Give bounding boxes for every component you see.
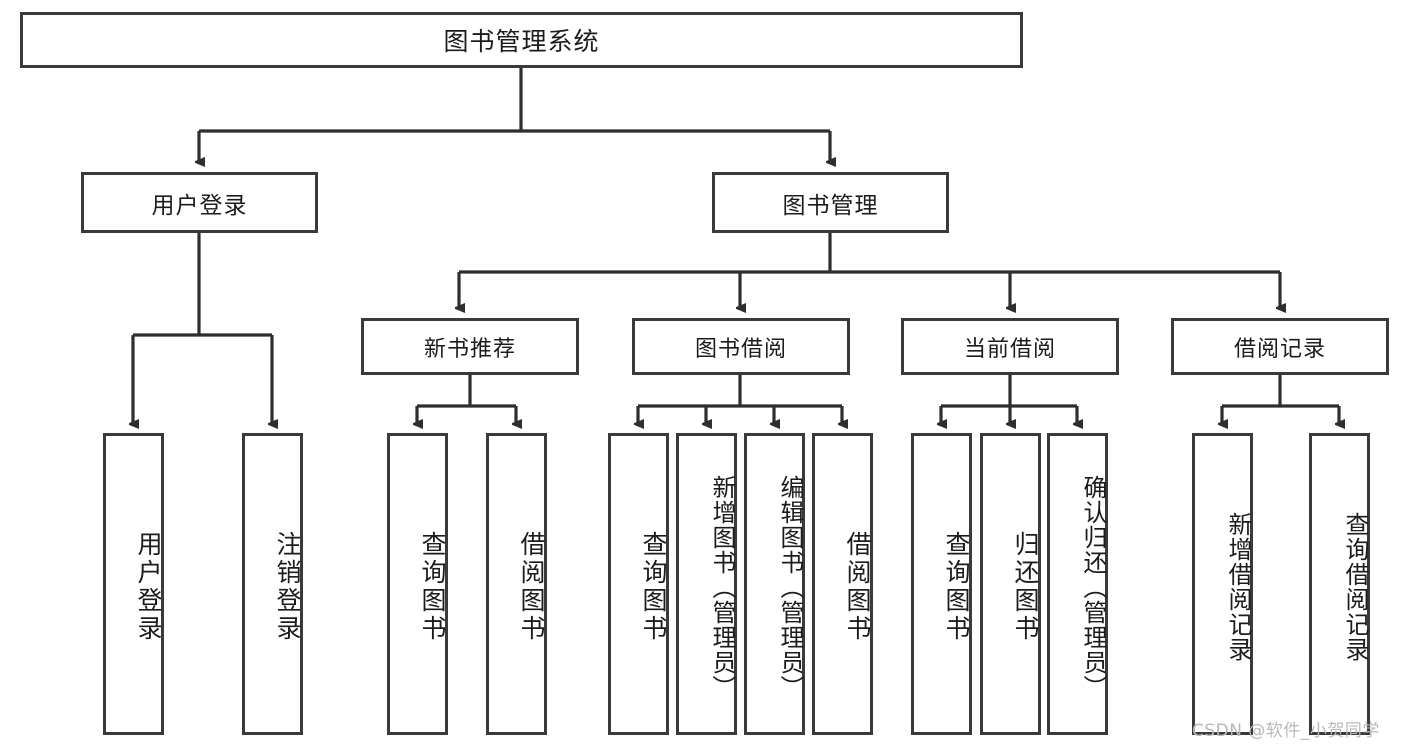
leaf-user-login-label: 用户登录 xyxy=(134,531,163,643)
node-root-system[interactable]: 图书管理系统 xyxy=(20,12,1023,68)
leaf-user-login[interactable]: 用户登录 xyxy=(103,433,164,735)
leaf-borrow-book-recommend[interactable]: 借阅图书 xyxy=(486,433,547,735)
leaf-query-book-recommend[interactable]: 查询图书 xyxy=(387,433,448,735)
node-borrow-record-label: 借阅记录 xyxy=(1233,336,1326,362)
node-new-book-recommend[interactable]: 新书推荐 xyxy=(361,318,579,375)
leaf-borrow-book-label: 借阅图书 xyxy=(843,531,872,643)
node-book-borrow[interactable]: 图书借阅 xyxy=(632,318,850,375)
leaf-edit-book-admin[interactable]: 编辑图书（管理员） xyxy=(744,433,805,735)
node-root-label: 图书管理系统 xyxy=(443,27,600,56)
node-book-management[interactable]: 图书管理 xyxy=(712,172,949,233)
leaf-confirm-return-admin-label: 确认归还（管理员） xyxy=(1079,474,1107,700)
leaf-query-borrow-record[interactable]: 查询借阅记录 xyxy=(1309,433,1370,735)
node-user-login[interactable]: 用户登录 xyxy=(81,172,318,233)
leaf-confirm-return-admin[interactable]: 确认归还（管理员） xyxy=(1047,433,1108,735)
leaf-query-book-borrow-label: 查询图书 xyxy=(639,531,668,643)
node-borrow-record[interactable]: 借阅记录 xyxy=(1171,318,1389,375)
leaf-return-book-label: 归还图书 xyxy=(1011,531,1040,643)
node-current-borrow[interactable]: 当前借阅 xyxy=(901,318,1119,375)
leaf-query-book-borrow[interactable]: 查询图书 xyxy=(608,433,669,735)
leaf-query-book-recommend-label: 查询图书 xyxy=(418,531,447,643)
node-book-borrow-label: 图书借阅 xyxy=(694,336,787,362)
leaf-return-book[interactable]: 归还图书 xyxy=(980,433,1041,735)
node-current-borrow-label: 当前借阅 xyxy=(963,336,1056,362)
leaf-query-book-current-label: 查询图书 xyxy=(942,531,971,643)
leaf-logout-label: 注销登录 xyxy=(273,531,302,643)
leaf-query-book-current[interactable]: 查询图书 xyxy=(911,433,972,735)
leaf-add-borrow-record[interactable]: 新增借阅记录 xyxy=(1192,433,1253,735)
leaf-logout[interactable]: 注销登录 xyxy=(242,433,303,735)
leaf-add-book-admin-label: 新增图书（管理员） xyxy=(708,474,736,700)
watermark-text: CSDN @软件_小贺同学 xyxy=(1192,721,1380,741)
leaf-borrow-book-recommend-label: 借阅图书 xyxy=(517,531,546,643)
leaf-edit-book-admin-label: 编辑图书（管理员） xyxy=(776,474,804,700)
leaf-query-borrow-record-label: 查询借阅记录 xyxy=(1341,512,1369,662)
node-book-management-label: 图书管理 xyxy=(782,192,879,219)
node-new-book-recommend-label: 新书推荐 xyxy=(423,336,516,362)
leaf-borrow-book[interactable]: 借阅图书 xyxy=(812,433,873,735)
node-user-login-label: 用户登录 xyxy=(151,192,248,219)
leaf-add-book-admin[interactable]: 新增图书（管理员） xyxy=(676,433,737,735)
leaf-add-borrow-record-label: 新增借阅记录 xyxy=(1224,512,1252,662)
